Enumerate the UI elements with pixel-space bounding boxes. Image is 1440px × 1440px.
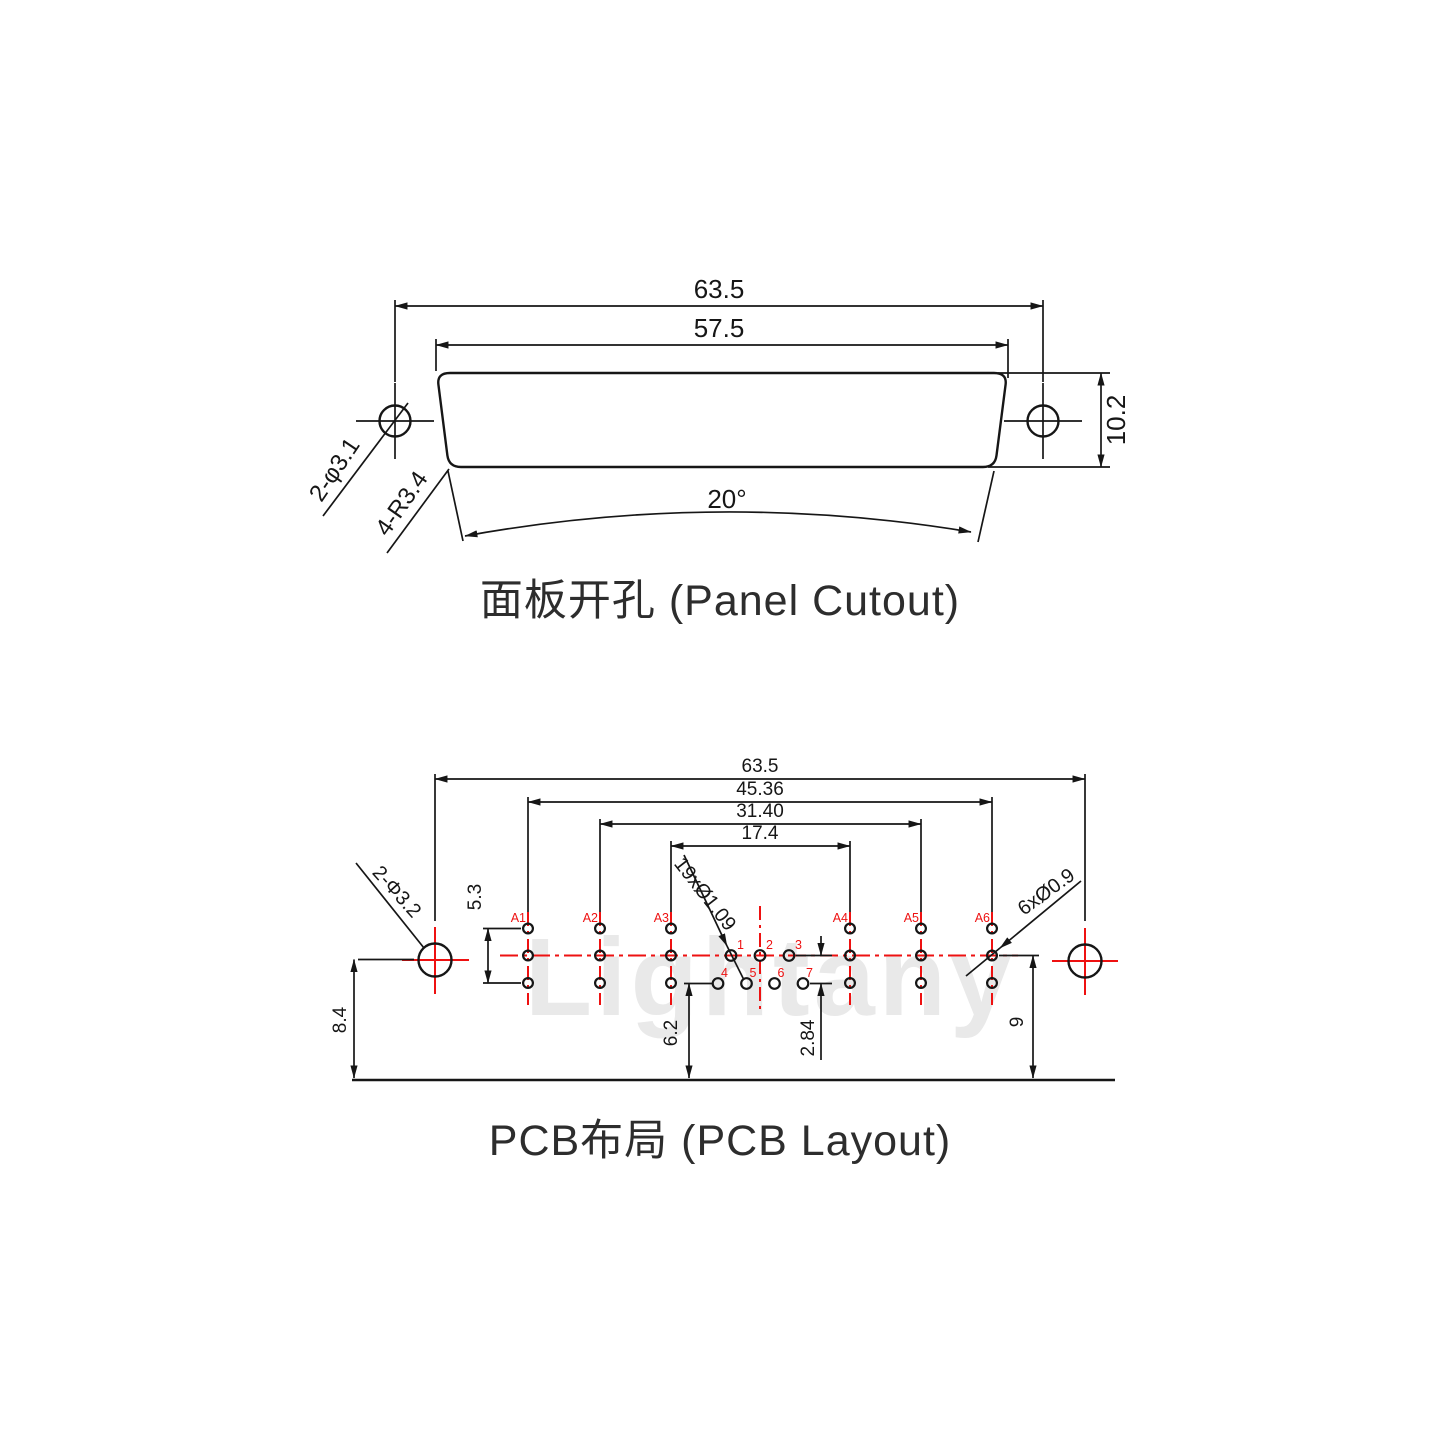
pcb-layout-title: PCB布局 (PCB Layout) bbox=[489, 1117, 951, 1165]
pin-label-2: 2 bbox=[766, 938, 773, 952]
mount-hole bbox=[378, 404, 412, 438]
pad-hole bbox=[985, 922, 998, 935]
pad-hole bbox=[593, 922, 606, 935]
pad-hole bbox=[843, 949, 856, 962]
dim-angle-label: 20° bbox=[707, 484, 746, 514]
pin-label-4: 4 bbox=[721, 966, 728, 980]
pin-label-1: 1 bbox=[737, 938, 744, 952]
angle-flank-right bbox=[977, 470, 995, 543]
angle-arc bbox=[464, 511, 972, 538]
pad-hole bbox=[711, 977, 725, 990]
dim-outer-width-label: 63.5 bbox=[694, 274, 745, 304]
pad-hole bbox=[914, 976, 927, 989]
angle-flank-left bbox=[447, 470, 464, 542]
signal-pads bbox=[711, 949, 810, 990]
pin-label-6: 6 bbox=[778, 966, 785, 980]
leader-mount-holes bbox=[355, 862, 425, 949]
pad-hole bbox=[724, 949, 738, 962]
pad-hole bbox=[985, 976, 998, 989]
coax-label-a3: A3 bbox=[654, 911, 669, 925]
pad-hole bbox=[593, 976, 606, 989]
pad-hole bbox=[768, 977, 781, 990]
pad-hole bbox=[843, 922, 856, 935]
pad-hole bbox=[740, 977, 753, 990]
pad-hole bbox=[843, 976, 856, 989]
coax-label-a5: A5 bbox=[904, 911, 919, 925]
mount-hole bbox=[1026, 404, 1060, 438]
leader-coax-holes-tail bbox=[965, 947, 1001, 977]
dim-mount-span-label: 63.5 bbox=[742, 756, 779, 777]
coax-label-a6: A6 bbox=[975, 911, 990, 925]
pin-label-3: 3 bbox=[795, 938, 802, 952]
mount-hole bbox=[1067, 943, 1103, 979]
pin-label-7: 7 bbox=[806, 966, 813, 980]
pad-hole bbox=[664, 949, 677, 962]
mount-hole bbox=[417, 942, 453, 978]
pad-hole bbox=[521, 922, 534, 935]
leader-mount-holes bbox=[322, 402, 409, 517]
pad-hole bbox=[782, 949, 796, 962]
leader-signal-holes bbox=[683, 854, 728, 947]
coax-label-a4: A4 bbox=[833, 911, 848, 925]
mount-holes-callout: 2-φ3.1 bbox=[304, 433, 366, 506]
coax-label-a1: A1 bbox=[511, 911, 526, 925]
pad-hole bbox=[753, 949, 767, 962]
dim-a-mid-span-label: 31.40 bbox=[736, 801, 784, 822]
coax-holes-callout: 6xØ0.9 bbox=[1014, 864, 1079, 920]
pad-hole bbox=[914, 949, 927, 962]
pad-hole bbox=[796, 977, 810, 990]
dim-coax-row-height-label: 5.3 bbox=[465, 884, 486, 910]
pad-hole bbox=[664, 976, 677, 989]
dim-mount-to-edge-label: 8.4 bbox=[330, 1006, 351, 1033]
watermark-text: Lightany bbox=[525, 916, 1015, 1039]
dim-a-inner-span-label: 17.4 bbox=[742, 823, 779, 844]
pcb-layout-view: Lightany 63.5 45.36 31.40 17.4 bbox=[330, 756, 1118, 1165]
panel-cutout-shape bbox=[437, 371, 1007, 469]
leader-corner-radius bbox=[386, 468, 450, 554]
dim-center-to-edge-label: 9 bbox=[1007, 1017, 1028, 1028]
leader-signal-holes-tail bbox=[726, 945, 745, 981]
dim-cutout-width-label: 57.5 bbox=[694, 313, 745, 343]
dim-height-label: 10.2 bbox=[1101, 395, 1131, 446]
pad-hole bbox=[593, 949, 606, 962]
panel-cutout-view: 63.5 57.5 10.2 20° 2-φ3.1 bbox=[304, 274, 1131, 625]
coax-pads bbox=[521, 922, 998, 989]
pcb-mount-hole-right bbox=[1052, 928, 1118, 995]
pcb-mount-hole-left bbox=[402, 927, 469, 994]
pin-label-5: 5 bbox=[750, 966, 757, 980]
pad-hole bbox=[664, 922, 677, 935]
dim-a-outer-span-label: 45.36 bbox=[736, 779, 784, 800]
dim-pin-to-edge-label: 6.2 bbox=[661, 1020, 682, 1046]
leader-coax-holes bbox=[999, 880, 1082, 949]
pad-hole bbox=[521, 949, 534, 962]
panel-mount-hole-right bbox=[1004, 383, 1082, 459]
pad-hole bbox=[521, 976, 534, 989]
pad-hole bbox=[914, 922, 927, 935]
coax-label-a2: A2 bbox=[583, 911, 598, 925]
dim-row-offset-label: 2.84 bbox=[798, 1019, 819, 1056]
panel-cutout-title: 面板开孔 (Panel Cutout) bbox=[480, 577, 960, 625]
pad-hole bbox=[985, 949, 998, 962]
